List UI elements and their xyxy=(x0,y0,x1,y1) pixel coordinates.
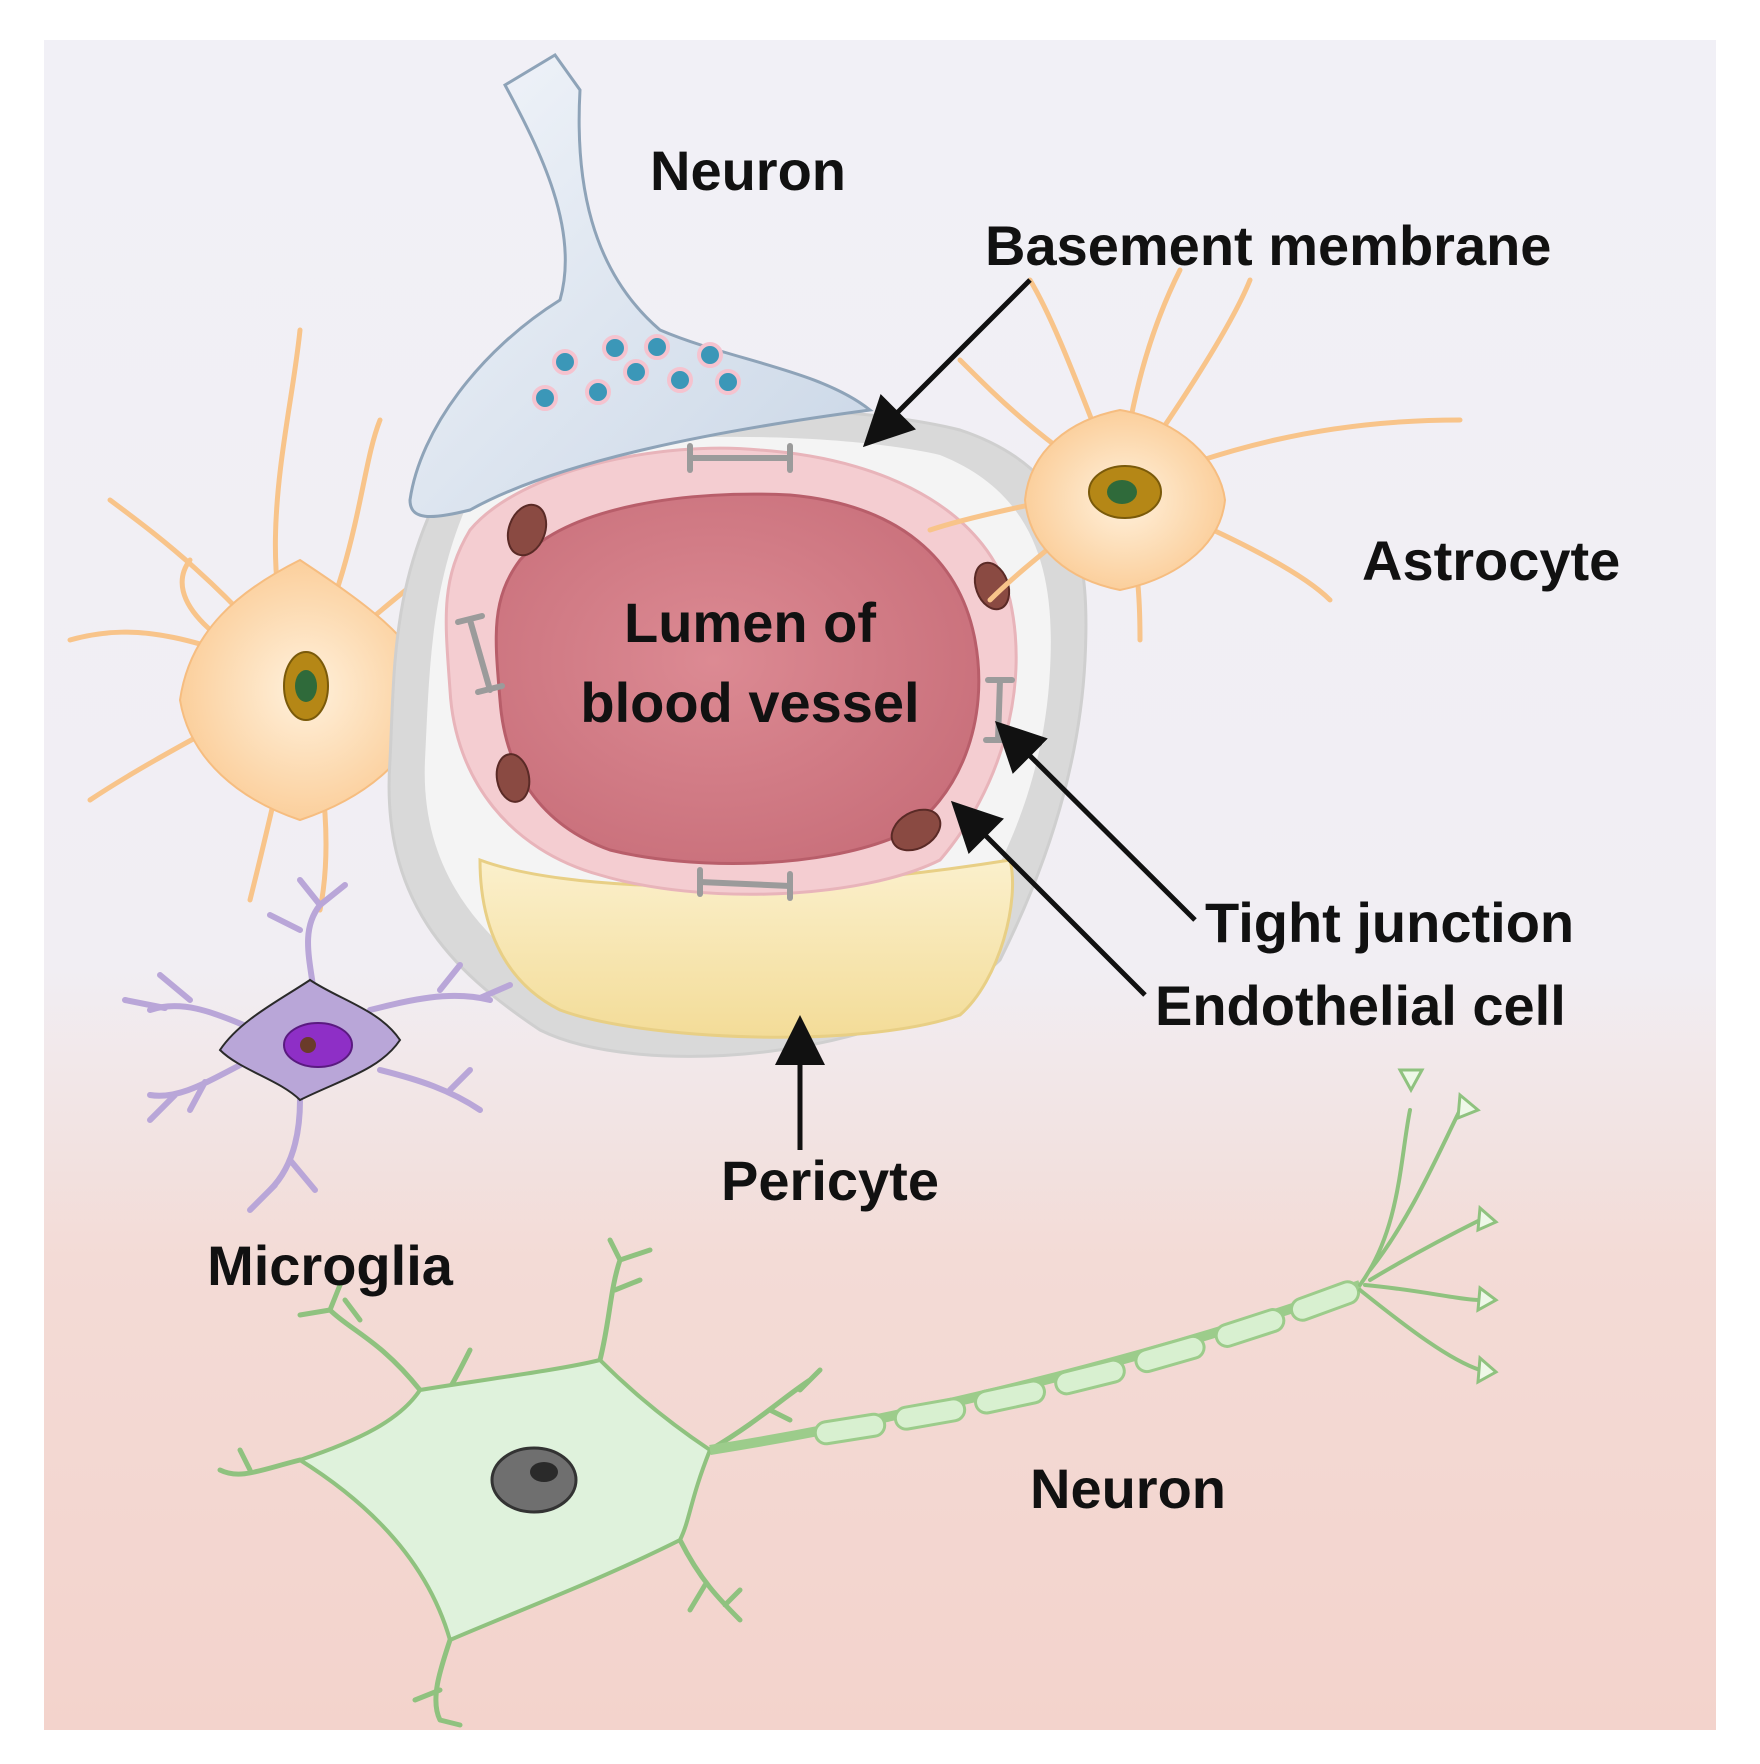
neuron-bottom-nucleus xyxy=(490,1446,578,1514)
label-lumen-line2: blood vessel xyxy=(580,671,919,734)
neuron-bottom xyxy=(217,1068,1499,1728)
vesicle-icon xyxy=(623,359,649,385)
tight-junction-icon xyxy=(687,443,793,473)
axon xyxy=(709,1280,1362,1455)
endothelial-nucleus xyxy=(506,503,548,557)
vesicle-icon xyxy=(552,349,578,375)
vesicle-icon xyxy=(602,335,628,361)
label-microglia: Microglia xyxy=(207,1234,454,1297)
astrocyte-right-nucleolus xyxy=(1107,480,1137,504)
label-pericyte: Pericyte xyxy=(721,1149,939,1212)
vesicle-icon xyxy=(532,385,558,411)
arrow-endothelial-cell xyxy=(950,800,1147,997)
pointer-arrows xyxy=(775,278,1197,1150)
vesicle-icon xyxy=(667,367,693,393)
arrow-basement-membrane xyxy=(862,278,1032,448)
neuron-terminal-top xyxy=(408,53,874,519)
endothelial-nucleus xyxy=(495,753,531,803)
axon-terminals xyxy=(1358,1108,1482,1372)
astrocyte-left-nucleolus xyxy=(295,670,317,702)
vesicle-icon xyxy=(697,342,723,368)
neuron-bottom-nucleolus xyxy=(530,1462,558,1482)
label-astrocyte: Astrocyte xyxy=(1362,529,1620,592)
label-basement-membrane: Basement membrane xyxy=(985,214,1551,277)
label-endothelial-cell: Endothelial cell xyxy=(1155,974,1566,1037)
endothelial-nucleus xyxy=(890,808,942,852)
endothelial-nuclei xyxy=(495,503,1011,852)
terminal-bouton-icons xyxy=(1397,1068,1499,1385)
label-lumen-line1: Lumen of xyxy=(624,591,876,654)
arrow-tight-junction xyxy=(994,720,1197,922)
tight-junction-icon xyxy=(455,613,505,695)
microglia-nucleolus xyxy=(300,1037,316,1053)
vesicle-icon xyxy=(585,379,611,405)
synaptic-vesicles xyxy=(532,334,741,411)
vesicle-icon xyxy=(715,369,741,395)
tight-junctions xyxy=(455,443,1015,901)
microglia-nucleus xyxy=(283,1022,353,1068)
tight-junction-icon xyxy=(697,867,793,901)
label-neuron-top: Neuron xyxy=(650,139,846,202)
vesicle-icon xyxy=(644,334,670,360)
label-neuron-bottom: Neuron xyxy=(1030,1457,1226,1520)
label-tight-junction: Tight junction xyxy=(1205,891,1574,954)
endothelial-nucleus xyxy=(973,561,1011,611)
